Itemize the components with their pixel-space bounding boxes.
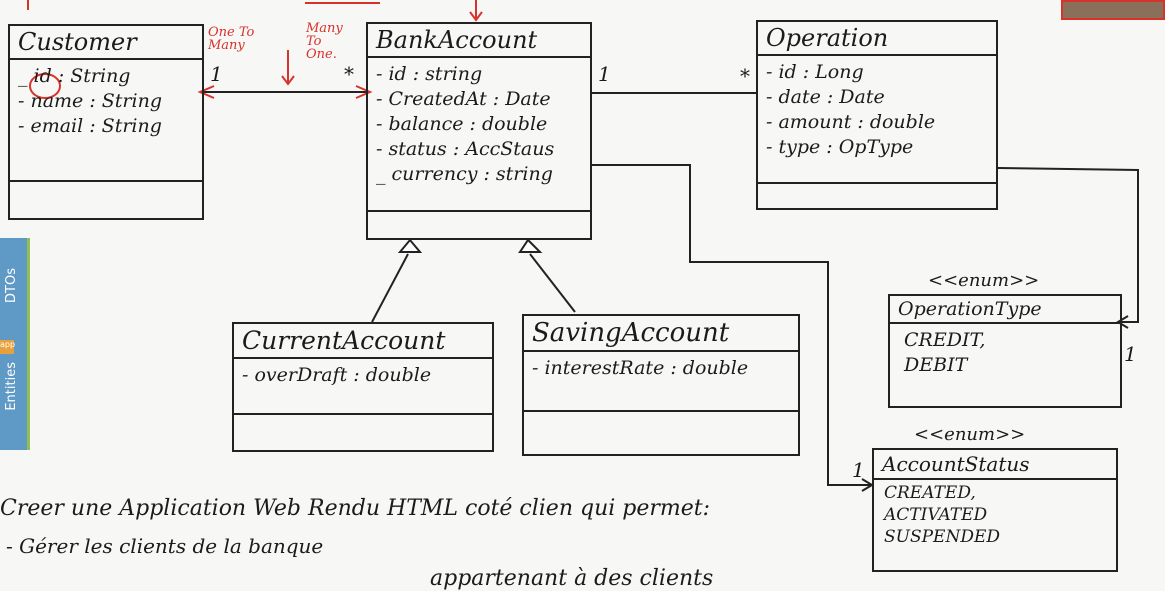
- attribute: _ currency : string: [376, 163, 553, 185]
- attribute: - balance : double: [376, 113, 548, 135]
- footer-line-1: Creer une Application Web Rendu HTML cot…: [0, 496, 711, 521]
- side-panel-tag: app: [0, 340, 15, 354]
- multiplicity-operationtype: 1: [1124, 342, 1137, 366]
- class-name: CurrentAccount: [234, 324, 492, 359]
- class-name: SavingAccount: [524, 316, 798, 352]
- association-arrow-left: [197, 85, 215, 99]
- enum-name: OperationType: [890, 296, 1120, 324]
- enum-value: CREDIT,: [904, 329, 986, 351]
- attribute: - overDraft : double: [242, 364, 432, 386]
- bankaccount-class: BankAccount - id : string - CreatedAt : …: [366, 22, 592, 240]
- webcam-overlay: [1061, 0, 1165, 20]
- operation-operationtype-link: [997, 167, 1139, 323]
- currentaccount-inheritance-line: [371, 253, 409, 323]
- attribute: - email : String: [18, 115, 162, 137]
- annotation-many-to-one: Many To One.: [306, 21, 343, 62]
- class-name: Customer: [10, 26, 202, 60]
- enum-name: AccountStatus: [874, 450, 1116, 480]
- attribute: - interestRate : double: [532, 357, 749, 379]
- multiplicity-accountstatus: 1: [852, 458, 865, 482]
- enum-value: SUSPENDED: [884, 527, 1001, 547]
- multiplicity-bank-op-right: *: [740, 64, 750, 88]
- inheritance-triangle-current: [397, 238, 423, 253]
- inheritance-triangle-saving: [518, 238, 543, 253]
- association-arrow-right: [355, 85, 373, 99]
- class-attributes: - interestRate : double: [524, 352, 798, 412]
- attribute: - type : OpType: [766, 136, 914, 158]
- multiplicity-bankaccount-side: *: [344, 62, 354, 86]
- attribute: - CreatedAt : Date: [376, 88, 551, 110]
- attribute: _ id : String: [18, 65, 131, 87]
- side-panel-bottom-label: Entities: [4, 362, 19, 411]
- multiplicity-bank-op-left: 1: [598, 62, 611, 86]
- class-attributes: - id : Long - date : Date - amount : dou…: [758, 56, 996, 184]
- bankaccount-accountstatus-link: [592, 164, 872, 486]
- class-attributes: - overDraft : double: [234, 359, 492, 415]
- class-attributes: _ id : String - name : String - email : …: [10, 60, 202, 182]
- attribute: - status : AccStaus: [376, 138, 555, 160]
- side-panel: DTOs app Entities: [0, 238, 30, 450]
- enum-values: CREATED, ACTIVATED SUSPENDED: [874, 480, 1116, 550]
- attribute: - id : string: [376, 63, 483, 85]
- enum-value: ACTIVATED: [884, 505, 988, 525]
- id-circle-highlight: [29, 73, 61, 99]
- enum-value: CREATED,: [884, 483, 976, 503]
- annotation-one-to-many: One To Many: [208, 25, 255, 53]
- operationtype-stereotype: <<enum>>: [928, 270, 1040, 291]
- accountstatus-stereotype: <<enum>>: [914, 424, 1026, 445]
- currentaccount-class: CurrentAccount - overDraft : double: [232, 322, 494, 452]
- footer-line-2: - Gérer les clients de la banque: [6, 534, 324, 558]
- customer-class: Customer _ id : String - name : String -…: [8, 24, 204, 220]
- footer-line-3: appartenant à des clients: [430, 566, 714, 591]
- enum-value: DEBIT: [904, 354, 968, 376]
- enum-values: CREDIT, DEBIT: [890, 324, 1120, 382]
- attribute: - name : String: [18, 90, 162, 112]
- savingaccount-class: SavingAccount - interestRate : double: [522, 314, 800, 456]
- class-name: Operation: [758, 22, 996, 56]
- savingaccount-inheritance-line: [529, 253, 576, 313]
- side-panel-top-label: DTOs: [4, 268, 19, 303]
- attribute: - amount : double: [766, 111, 936, 133]
- attribute: - date : Date: [766, 86, 885, 108]
- class-name: BankAccount: [368, 24, 590, 58]
- multiplicity-customer-side: 1: [210, 62, 223, 86]
- operation-class: Operation - id : Long - date : Date - am…: [756, 20, 998, 210]
- class-attributes: - id : string - CreatedAt : Date - balan…: [368, 58, 590, 212]
- attribute: - id : Long: [766, 61, 864, 83]
- accountstatus-enum: AccountStatus CREATED, ACTIVATED SUSPEND…: [872, 448, 1118, 572]
- operationtype-enum: OperationType CREDIT, DEBIT: [888, 294, 1122, 408]
